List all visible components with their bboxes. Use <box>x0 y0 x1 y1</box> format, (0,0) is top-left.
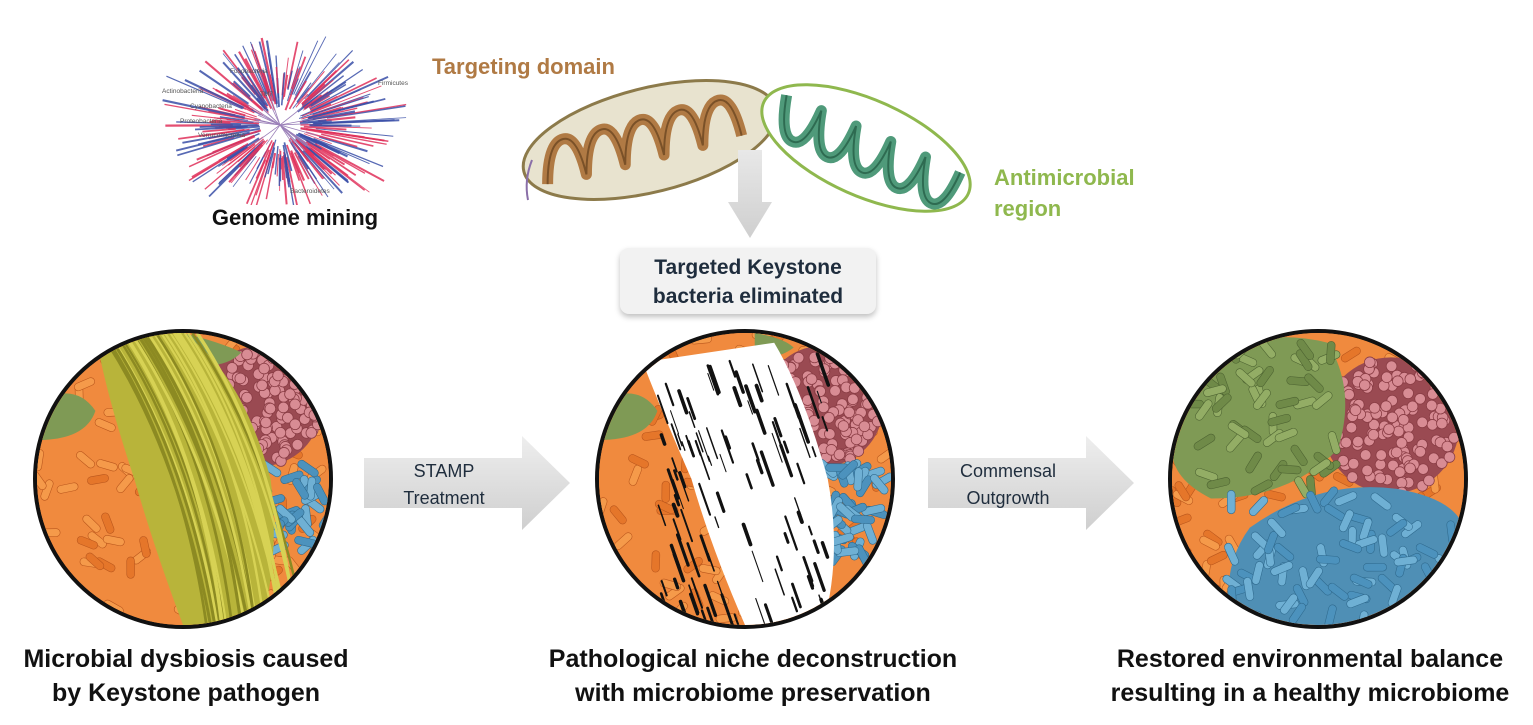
antimicrobial-region-label: Antimicrobial region <box>994 162 1164 224</box>
phylogenetic-tree-image: Fusobacteria Actinobacteria TM7 Cyanobac… <box>150 5 410 205</box>
tree-label-verrucomicrobia: Verrucomicrobia <box>198 132 245 139</box>
stamp-label-line1: STAMP <box>413 461 475 481</box>
stamp-peptide-illustration <box>510 40 1010 250</box>
commensal-label-line1: Commensal <box>959 461 1057 481</box>
restored-caption-line2: resulting in a healthy microbiome <box>1110 679 1510 707</box>
deconstruction-caption-line1: Pathological niche deconstruction <box>548 645 958 673</box>
targeting-helix <box>542 94 748 185</box>
targeted-keystone-eliminated-box: Targeted Keystone bacteria eliminated <box>620 248 876 314</box>
tree-label-proteobacteria: Proteobacteria <box>180 118 223 125</box>
commensal-outgrowth-label: Commensal Outgrowth <box>928 458 1088 512</box>
targeting-domain-label: Targeting domain <box>432 54 615 79</box>
commensal-outgrowth-arrow: Commensal Outgrowth <box>928 436 1134 530</box>
restored-caption-line1: Restored environmental balance <box>1116 645 1504 673</box>
tree-label-tm7: TM7 <box>260 91 273 98</box>
commensal-label-line2: Outgrowth <box>966 488 1050 508</box>
tree-label-actinobacteria: Actinobacteria <box>162 88 204 95</box>
dysbiosis-caption: Microbial dysbiosis caused by Keystone p… <box>0 642 372 710</box>
tree-label-cyanobacteria: Cyanobacteria <box>190 103 232 110</box>
healthy-microbiome-image <box>1168 329 1468 629</box>
result-box-line1: Targeted Keystone <box>654 256 842 279</box>
genome-mining-caption: Genome mining <box>211 205 379 230</box>
restored-caption: Restored environmental balance resulting… <box>1090 642 1530 710</box>
result-box-line2: bacteria eliminated <box>652 285 844 308</box>
stamp-treatment-label: STAMP Treatment <box>364 458 524 512</box>
deconstruction-caption: Pathological niche deconstruction with m… <box>533 642 973 710</box>
antimicrobial-label-line1: Antimicrobial <box>994 165 1135 190</box>
stamp-treatment-arrow: STAMP Treatment <box>364 436 570 530</box>
antimicrobial-region-ellipse <box>760 83 972 213</box>
dysbiosis-microbiome-image <box>33 329 333 629</box>
antimicrobial-label-line2: region <box>994 196 1062 221</box>
tree-label-firmicutes: Firmicutes <box>378 80 409 87</box>
deconstruction-caption-line2: with microbiome preservation <box>575 679 931 707</box>
tree-label-bacteroidetes: Bacteroidetes <box>290 188 330 195</box>
down-arrow-icon <box>728 150 772 240</box>
dysbiosis-caption-line1: Microbial dysbiosis caused <box>23 645 349 673</box>
tree-label-fusobacteria: Fusobacteria <box>230 68 268 75</box>
dysbiosis-caption-line2: by Keystone pathogen <box>51 679 321 707</box>
niche-deconstruction-image <box>595 329 895 629</box>
stamp-label-line2: Treatment <box>403 488 485 508</box>
antimicrobial-helix <box>778 94 966 210</box>
